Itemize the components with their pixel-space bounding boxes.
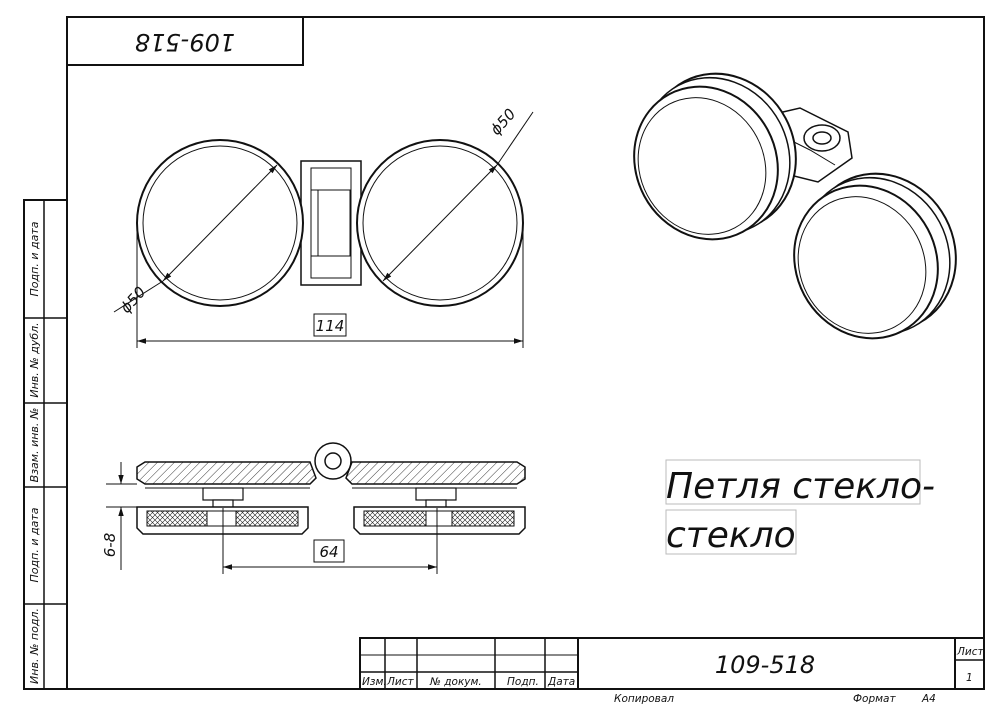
stamp-inv-dubl: Инв. № дубл. <box>28 322 41 397</box>
drawing-frame <box>66 16 985 690</box>
col-docum: № докум. <box>429 676 482 688</box>
col-list: Лист <box>386 676 414 688</box>
stamp-vzam-inv: Взам. инв. № <box>28 408 41 483</box>
format-value: A4 <box>921 693 936 705</box>
mirrored-code-box: 109-518 <box>66 16 304 66</box>
part-name-line2: стекло <box>666 515 796 556</box>
dim-diameter-left: ϕ50 <box>117 283 150 317</box>
dim-overall-width: 114 <box>316 317 345 335</box>
stamp-podp-data-bottom: Подп. и дата <box>28 507 41 582</box>
col-izm: Изм. <box>362 676 387 688</box>
title-block-code: 109-518 <box>715 651 815 679</box>
side-stamp: Подп. и дата Инв. № дубл. Взам. инв. № П… <box>23 199 68 690</box>
dim-hole-spacing: 64 <box>319 543 338 561</box>
section-view <box>106 442 526 574</box>
stamp-podp-data-top: Подп. и дата <box>28 221 41 296</box>
isometric-view <box>633 72 957 340</box>
dim-diameter-right: ϕ50 <box>487 105 520 139</box>
col-data: Дата <box>547 676 575 688</box>
top-view <box>113 111 534 348</box>
title-block <box>359 637 985 690</box>
part-name: Петля стекло- стекло <box>665 459 935 556</box>
part-name-line1: Петля стекло- <box>666 466 935 507</box>
dim-glass-thickness: 6-8 <box>101 533 119 558</box>
mirrored-code: 109-518 <box>135 28 235 56</box>
format-label: Формат <box>853 693 896 705</box>
col-podp: Подп. <box>507 676 539 688</box>
sheet-number: 1 <box>966 672 973 684</box>
copied-by: Копировал <box>614 693 674 705</box>
sheet-label: Лист <box>956 646 984 658</box>
stamp-inv-podl: Инв. № подл. <box>28 608 41 684</box>
